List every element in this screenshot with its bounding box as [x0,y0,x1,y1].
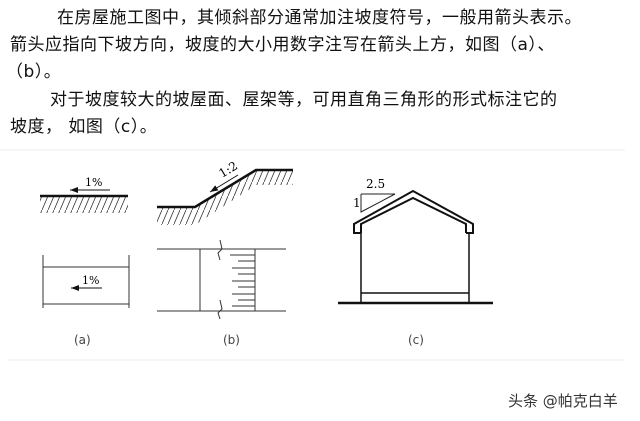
slope-label-a-bottom: 1% [82,274,99,287]
figure-c: 2.5 1 (c) [338,177,493,347]
paragraph-line-5: 坡度， 如图（c）。 [10,117,158,137]
slope-label-a-top: 1% [85,176,102,189]
paragraph-line-1: 在房屋施工图中，其倾斜部分通常加注坡度符号，一般用箭头表示。 [57,8,582,28]
slope-run-label: 2.5 [366,177,385,191]
paragraph-line-3: （b）。 [6,62,62,82]
slope-triangle [360,193,396,213]
paragraph-line-4: 对于坡度较大的坡屋面、屋架等，可用直角三角形的形式标注它的 [50,90,558,110]
arrow-icon [209,174,239,193]
figure-a: 1% 1% (a) [40,176,130,347]
caption-a: (a) [74,333,91,347]
watermark: 头条 @帕克白羊 [508,392,618,410]
figure-b: 1:2 (b) [157,159,293,347]
paragraph-line-2: 箭头应指向下坡方向，坡度的大小用数字注写在箭头上方，如图（a）、 [10,35,555,55]
caption-c: (c) [408,333,424,347]
slope-label-b: 1:2 [216,159,240,181]
slope-rise-label: 1 [353,196,361,210]
caption-b: (b) [223,333,240,347]
